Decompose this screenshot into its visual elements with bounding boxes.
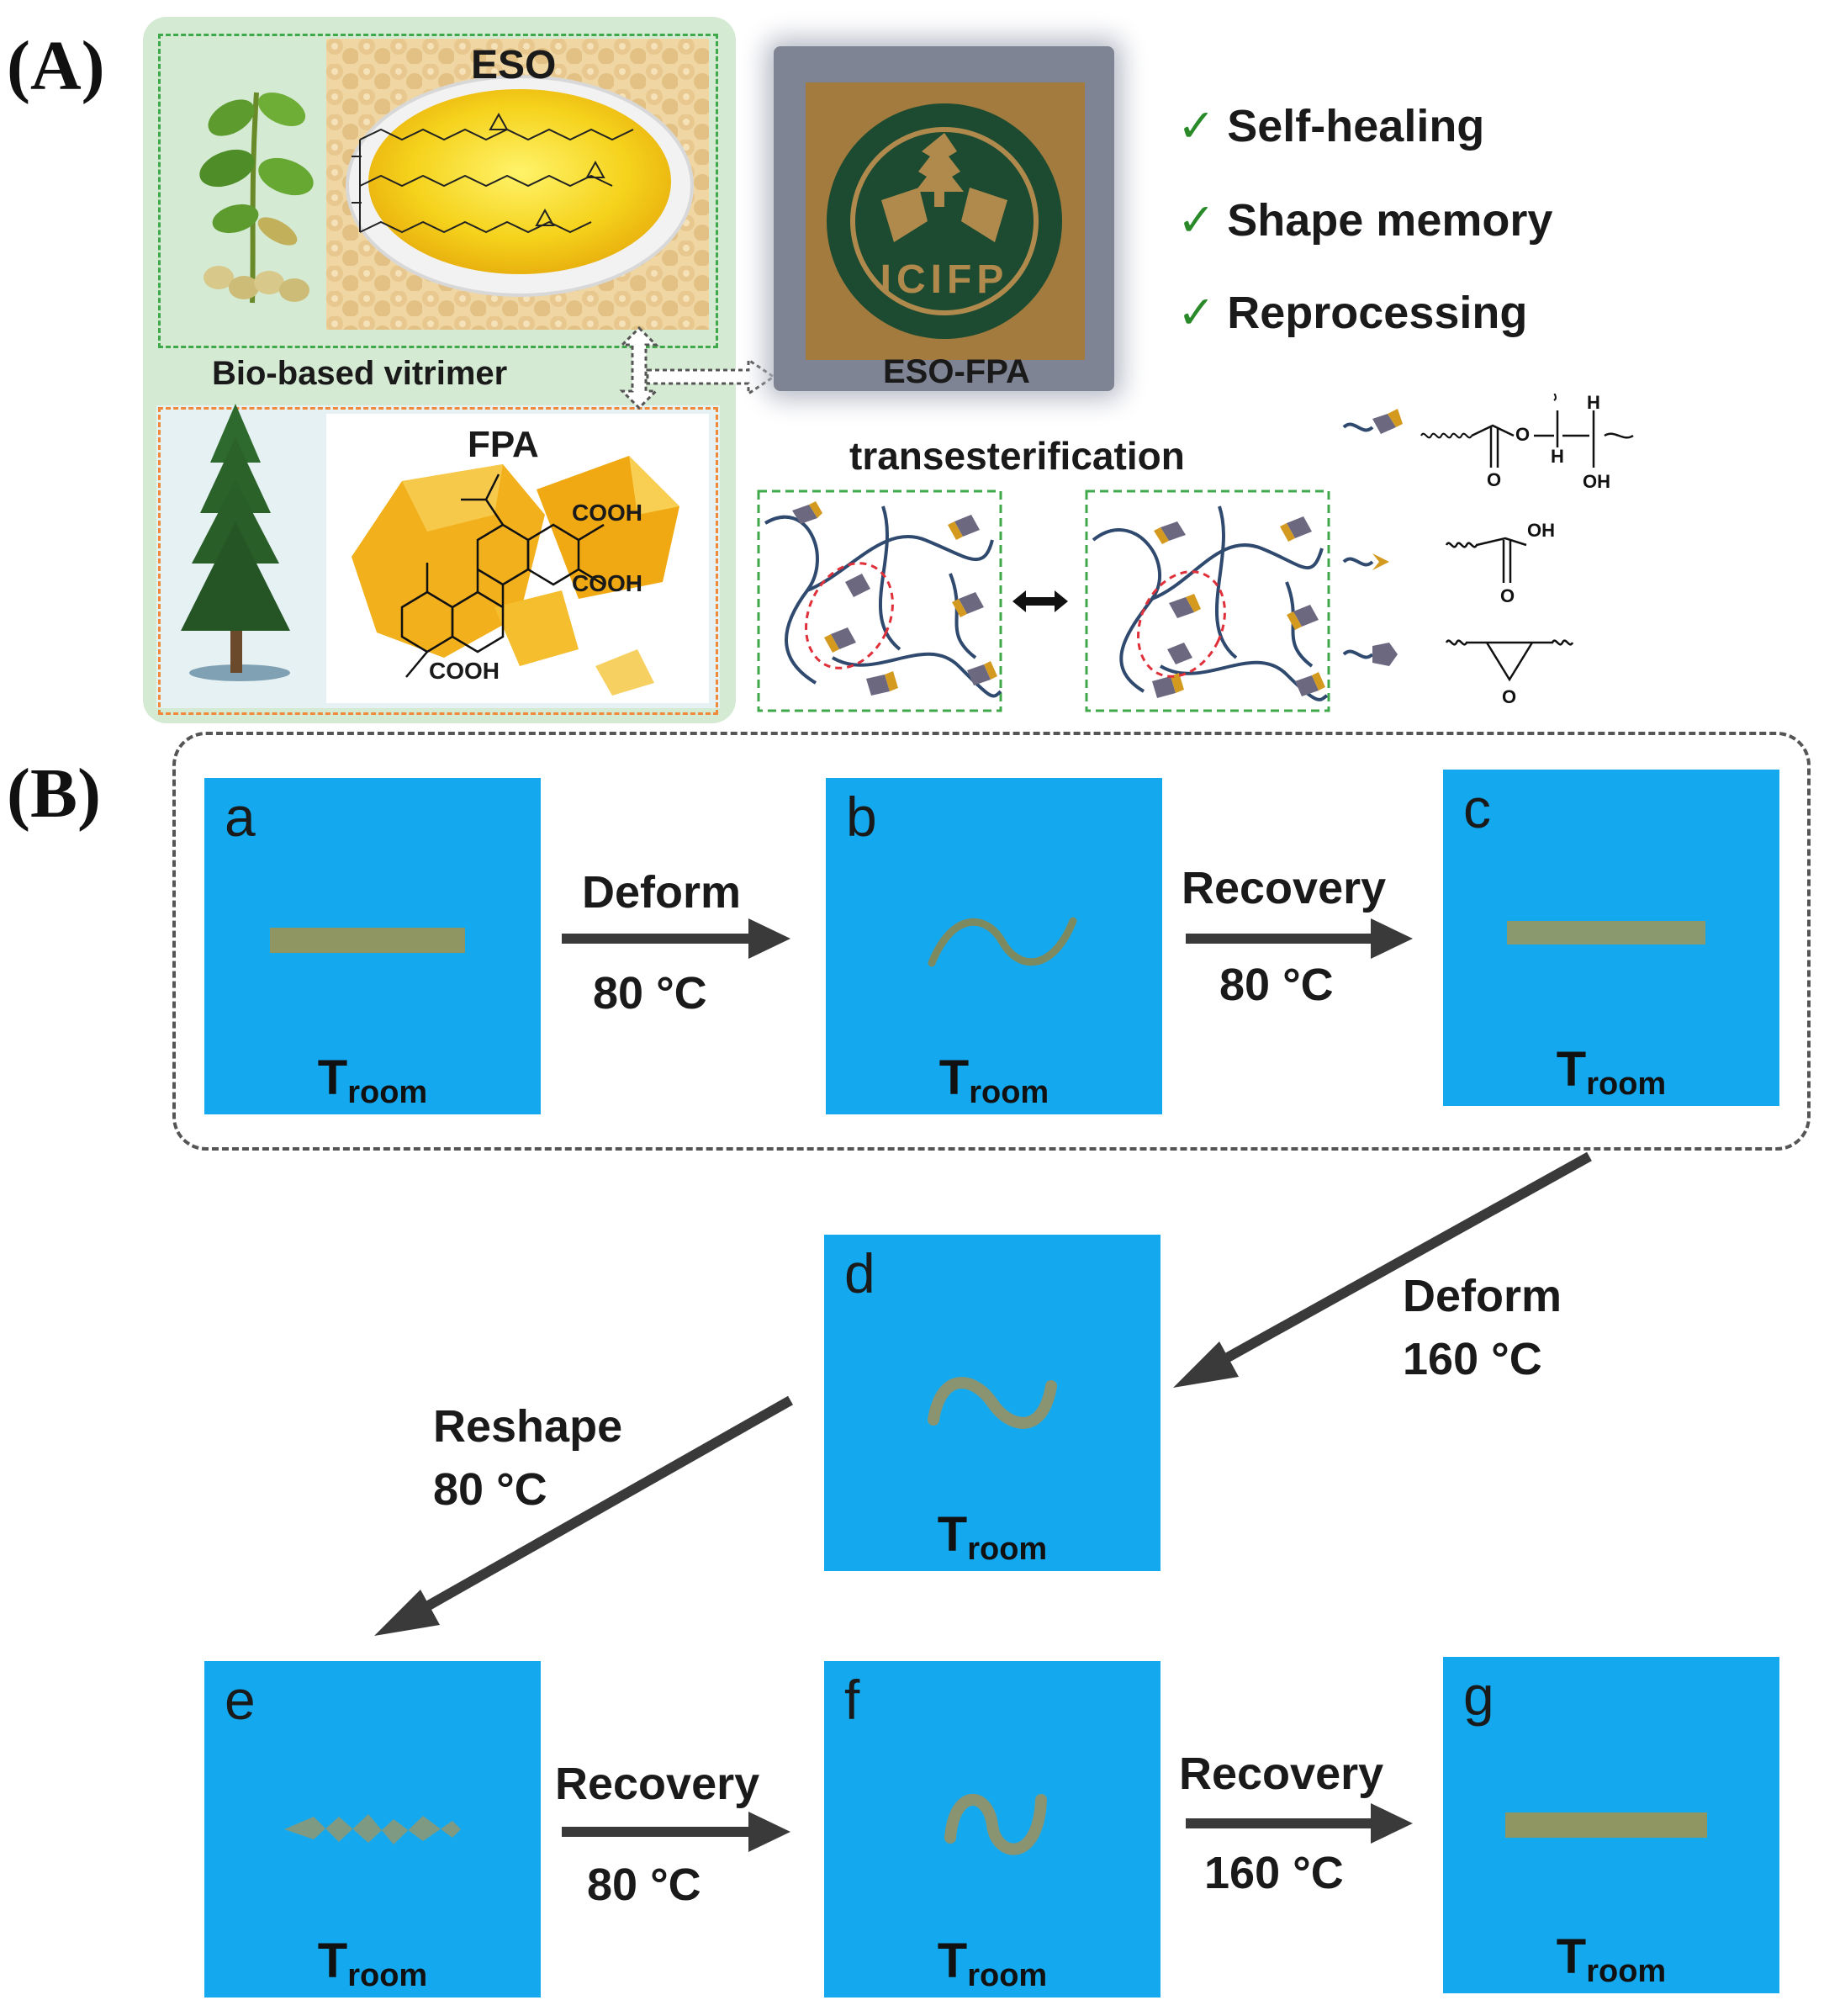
eso-label: ESO xyxy=(471,43,557,87)
troom-sub: room xyxy=(969,1075,1049,1110)
feature-shape-memory: ✓Shape memory xyxy=(1177,193,1552,246)
troom-label: Troom xyxy=(1443,1041,1779,1103)
pine-tree-icon xyxy=(181,404,290,681)
check-icon: ✓ xyxy=(1177,288,1216,338)
troom-main: T xyxy=(317,1934,348,1988)
legend-atom-o3: O xyxy=(1500,585,1515,606)
feature-self-healing-label: Self-healing xyxy=(1227,101,1485,151)
troom-main: T xyxy=(317,1050,348,1105)
icifp-logo-text: ICIFP xyxy=(880,257,1009,302)
shape-memory-dashed-box xyxy=(172,732,1811,1151)
photo-letter: e xyxy=(225,1669,256,1731)
fpa-dashed-box xyxy=(158,407,718,715)
troom-label: Troom xyxy=(204,1050,541,1111)
step-ab-action: Deform xyxy=(582,867,742,918)
photo-a: a Troom xyxy=(204,778,541,1114)
photo-letter: a xyxy=(225,786,256,848)
troom-sub: room xyxy=(967,1958,1048,1993)
panel-b-label: (B) xyxy=(7,754,101,833)
troom-sub: room xyxy=(347,1958,428,1993)
photo-f: f Troom xyxy=(824,1661,1160,1997)
eso-oil-image xyxy=(326,39,709,330)
step-ab-temp: 80 °C xyxy=(593,968,707,1019)
chem-legend: O O H H OH OH O O xyxy=(1342,394,1634,707)
troom-main: T xyxy=(1556,1929,1587,1984)
legend-atom-oh1: OH xyxy=(1583,471,1610,492)
soybean-plant-icon xyxy=(199,92,314,304)
troom-label: Troom xyxy=(824,1506,1160,1568)
step-ef-temp: 80 °C xyxy=(587,1860,701,1910)
legend-atom-h2: H xyxy=(1587,394,1600,413)
troom-main: T xyxy=(937,1507,968,1562)
troom-sub: room xyxy=(967,1532,1048,1567)
biobased-vitrimer-label: Bio-based vitrimer xyxy=(212,355,508,392)
troom-label: Troom xyxy=(824,1933,1160,1994)
step-ef-action: Recovery xyxy=(555,1759,760,1809)
sample-strip xyxy=(1505,1812,1707,1838)
check-icon: ✓ xyxy=(1177,101,1216,151)
photo-d: d Troom xyxy=(824,1235,1160,1571)
sample-strip xyxy=(1507,921,1705,945)
eso-fpa-label: ESO-FPA xyxy=(883,353,1030,390)
legend-atom-o1: O xyxy=(1487,469,1501,490)
feature-reprocessing-label: Reprocessing xyxy=(1227,288,1528,338)
photo-letter: g xyxy=(1463,1664,1494,1727)
step-de-temp: 80 °C xyxy=(433,1464,547,1515)
check-icon: ✓ xyxy=(1177,195,1216,246)
photo-c: c Troom xyxy=(1443,770,1779,1106)
eso-dashed-box xyxy=(158,34,718,348)
step-fg-temp: 160 °C xyxy=(1204,1848,1344,1898)
photo-g: g Troom xyxy=(1443,1657,1779,1993)
network-before xyxy=(757,489,1002,712)
deformed-sample xyxy=(928,1377,1057,1429)
legend-atom-o4: O xyxy=(1502,686,1516,707)
troom-main: T xyxy=(937,1934,968,1988)
troom-sub: room xyxy=(1586,1954,1667,1989)
twisted-sample xyxy=(284,1814,461,1844)
photo-letter: f xyxy=(844,1669,860,1731)
deformed-sample xyxy=(928,917,1077,967)
legend-atom-oh2: OH xyxy=(1527,520,1555,541)
cooh-label-2: COOH xyxy=(572,570,642,596)
troom-main: T xyxy=(938,1050,970,1105)
step-bc-action: Recovery xyxy=(1182,863,1387,913)
cooh-label-1: COOH xyxy=(572,500,642,526)
photo-letter: c xyxy=(1463,777,1491,839)
feature-shape-memory-label: Shape memory xyxy=(1227,195,1553,246)
step-cd-temp: 160 °C xyxy=(1403,1334,1542,1384)
photo-e: e Troom xyxy=(204,1661,541,1997)
legend-atom-h1: H xyxy=(1551,446,1564,467)
deformed-sample xyxy=(944,1794,1047,1855)
troom-main: T xyxy=(1556,1042,1587,1097)
photo-b: b Troom xyxy=(826,778,1162,1114)
transesterification-label: transesterification xyxy=(849,434,1185,478)
troom-label: Troom xyxy=(826,1050,1162,1111)
photo-letter: d xyxy=(844,1242,875,1304)
step-de-action: Reshape xyxy=(433,1401,623,1452)
sample-strip xyxy=(270,928,465,953)
photo-letter: b xyxy=(846,786,877,848)
feature-self-healing: ✓Self-healing xyxy=(1177,99,1484,152)
exchange-arrow-icon xyxy=(1012,590,1068,612)
step-cd-action: Deform xyxy=(1403,1271,1562,1321)
cooh-label-3: COOH xyxy=(429,658,500,684)
troom-label: Troom xyxy=(1443,1929,1779,1990)
troom-sub: room xyxy=(1586,1066,1667,1102)
feature-reprocessing: ✓Reprocessing xyxy=(1177,286,1527,339)
troom-label: Troom xyxy=(204,1933,541,1994)
icifp-logo: ICIFP xyxy=(827,103,1062,339)
troom-sub: room xyxy=(347,1075,428,1110)
panel-a-label: (A) xyxy=(7,27,105,105)
step-fg-action: Recovery xyxy=(1179,1749,1384,1799)
step-bc-temp: 80 °C xyxy=(1219,960,1334,1010)
fpa-label: FPA xyxy=(468,424,539,465)
legend-atom-o2: O xyxy=(1515,424,1530,445)
fpa-rosin-image xyxy=(326,414,709,703)
network-after xyxy=(1085,489,1330,712)
biobased-arrows xyxy=(619,325,776,410)
